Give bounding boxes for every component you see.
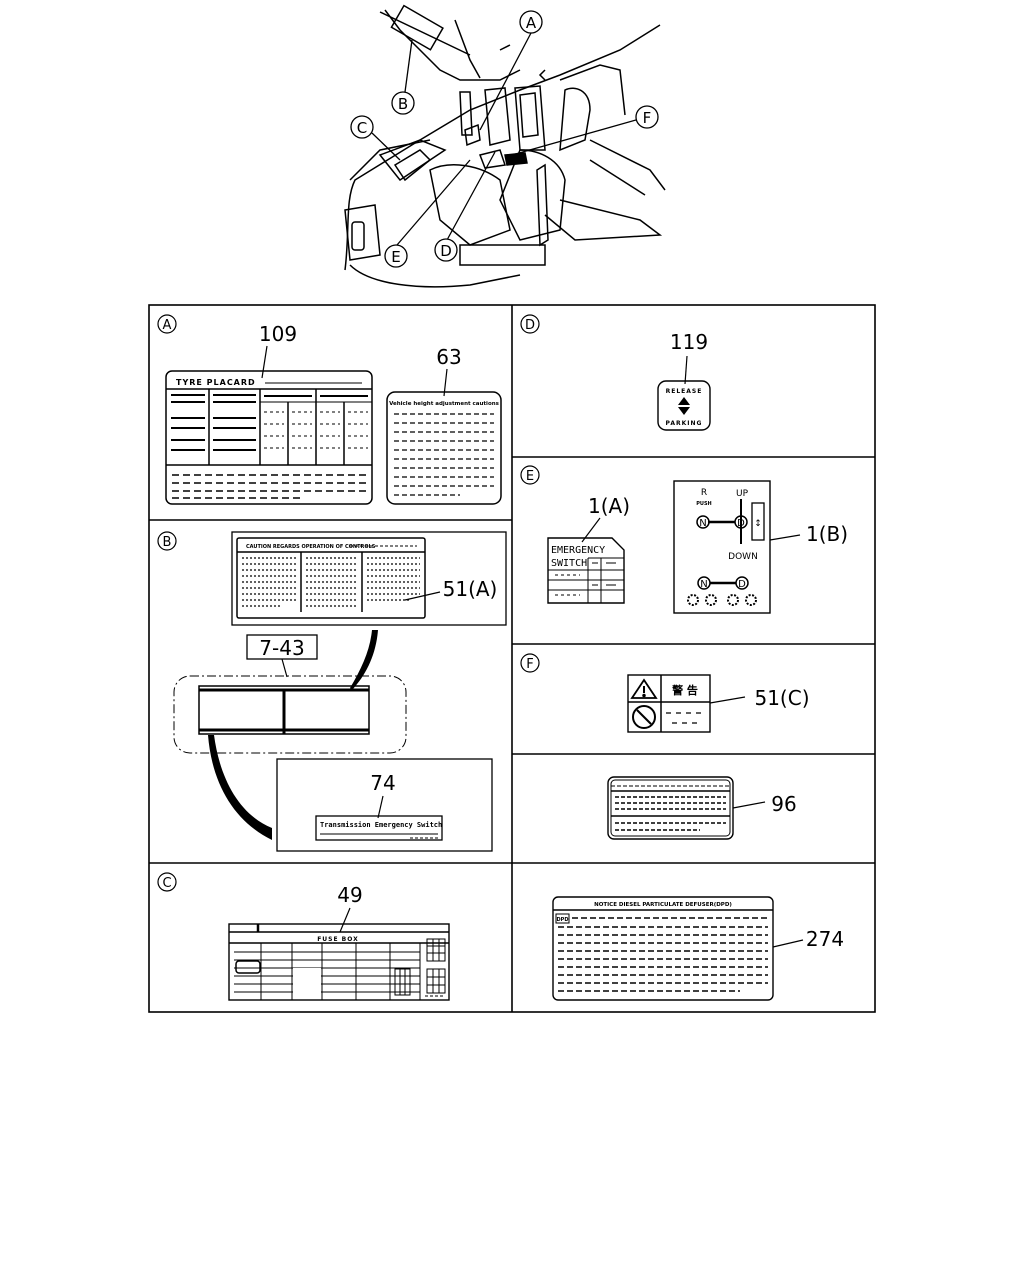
fuse-box-title: FUSE BOX (317, 936, 359, 943)
tyre-placard-label: TYRE PLACARD (165, 370, 373, 505)
emergency-switch-label: EMERGENCY SWITCH (547, 537, 625, 604)
callout-e: E (391, 248, 400, 266)
trans-switch-text: Transmission Emergency Switch (320, 821, 442, 829)
up-down-arrow-icon (678, 397, 690, 415)
switch-text: SWITCH (551, 558, 587, 569)
part-number-74: 74 (370, 771, 395, 795)
part-number-1a: 1(A) (588, 494, 630, 518)
callout-c: C (357, 119, 367, 137)
reference-7-43: 7-43 (259, 636, 304, 660)
push-text: PUSH (696, 501, 712, 507)
lever-arrow-icon: ↕ (754, 519, 762, 529)
panel-96: 96 (607, 776, 797, 840)
down-text: DOWN (728, 552, 758, 562)
r-text: R (701, 488, 707, 498)
panel-e: E 1(A) EMERGENCY SWITCH R PUSH (520, 465, 848, 614)
dpd-notice-title: NOTICE DIESEL PARTICULATE DEFUSER(DPD) (594, 902, 732, 908)
parking-text: PARKING (666, 420, 703, 427)
callout-d: D (440, 242, 452, 260)
panel-274: NOTICE DIESEL PARTICULATE DEFUSER(DPD) D… (552, 896, 844, 1001)
panel-b-letter: B (163, 535, 172, 550)
panel-f-letter: F (526, 657, 533, 672)
up-text: UP (736, 489, 749, 499)
d-text-top: D (737, 518, 745, 529)
prohibition-icon (632, 705, 656, 729)
pto-switch-label: R PUSH UP N D ↕ DOWN N D (673, 480, 771, 614)
emergency-text: EMERGENCY (551, 545, 605, 556)
overview-callouts: A B C D E F (350, 10, 659, 268)
transmission-emergency-switch-label: Transmission Emergency Switch (315, 815, 443, 841)
vehicle-height-label: Vehicle height adjustment cautions (386, 391, 502, 505)
part-number-109: 109 (259, 322, 297, 346)
cab-interior-illustration (344, 4, 666, 288)
panel-c-letter: C (162, 876, 171, 891)
part-number-51a: 51(A) (443, 577, 498, 601)
part-number-1b: 1(B) (806, 522, 848, 546)
n-text-bottom: N (700, 579, 707, 590)
pointer-swoosh-upper (350, 630, 378, 690)
part-number-96: 96 (771, 792, 796, 816)
dpd-notice-label: NOTICE DIESEL PARTICULATE DEFUSER(DPD) D… (552, 896, 774, 1001)
part-number-51c: 51(C) (754, 686, 809, 710)
release-text: RELEASE (666, 388, 703, 395)
d-text-bottom: D (738, 579, 746, 590)
controls-caution-label: CAUTION REGARDS OPERATION OF CONTROLS (231, 531, 507, 626)
panel-a: A 109 TYRE PLACARD (157, 314, 502, 505)
warning-label: 警 告 (627, 674, 711, 733)
part-number-119: 119 (670, 330, 708, 354)
part-number-63: 63 (436, 345, 461, 369)
callout-f: F (643, 109, 652, 127)
controls-caution-title: CAUTION REGARDS OPERATION OF CONTROLS (246, 544, 376, 550)
warning-kanji: 警 告 (671, 683, 698, 697)
pointer-swoosh-lower (208, 735, 272, 840)
panel-c: C 49 FUSE BOX (157, 872, 450, 1001)
panel-e-letter: E (526, 469, 534, 484)
part-number-49: 49 (337, 883, 362, 907)
part-number-274: 274 (806, 927, 844, 951)
panel-f: F 警 告 51(C) (520, 653, 810, 733)
panel-grid (148, 304, 876, 1013)
panel-b: B CAUTION REGARDS OPERATION OF CONTROLS (157, 531, 507, 852)
panel-d-letter: D (525, 318, 535, 333)
n-text-top: N (699, 518, 706, 529)
gear-icons (687, 594, 757, 606)
callout-a: A (526, 14, 537, 32)
release-parking-label: RELEASE PARKING (657, 380, 711, 431)
dpd-text: DPD (557, 917, 569, 923)
panel-a-letter: A (163, 318, 172, 333)
label-96 (607, 776, 734, 840)
callout-b: B (398, 95, 408, 113)
panel-d: D 119 RELEASE PARKING (520, 314, 711, 431)
switch-panel (173, 675, 407, 754)
fuse-box-label: FUSE BOX (228, 923, 450, 1001)
vehicle-height-label-title: Vehicle height adjustment cautions (389, 401, 500, 407)
warning-triangle-icon (630, 678, 658, 699)
tyre-placard-title: TYRE PLACARD (176, 378, 256, 387)
